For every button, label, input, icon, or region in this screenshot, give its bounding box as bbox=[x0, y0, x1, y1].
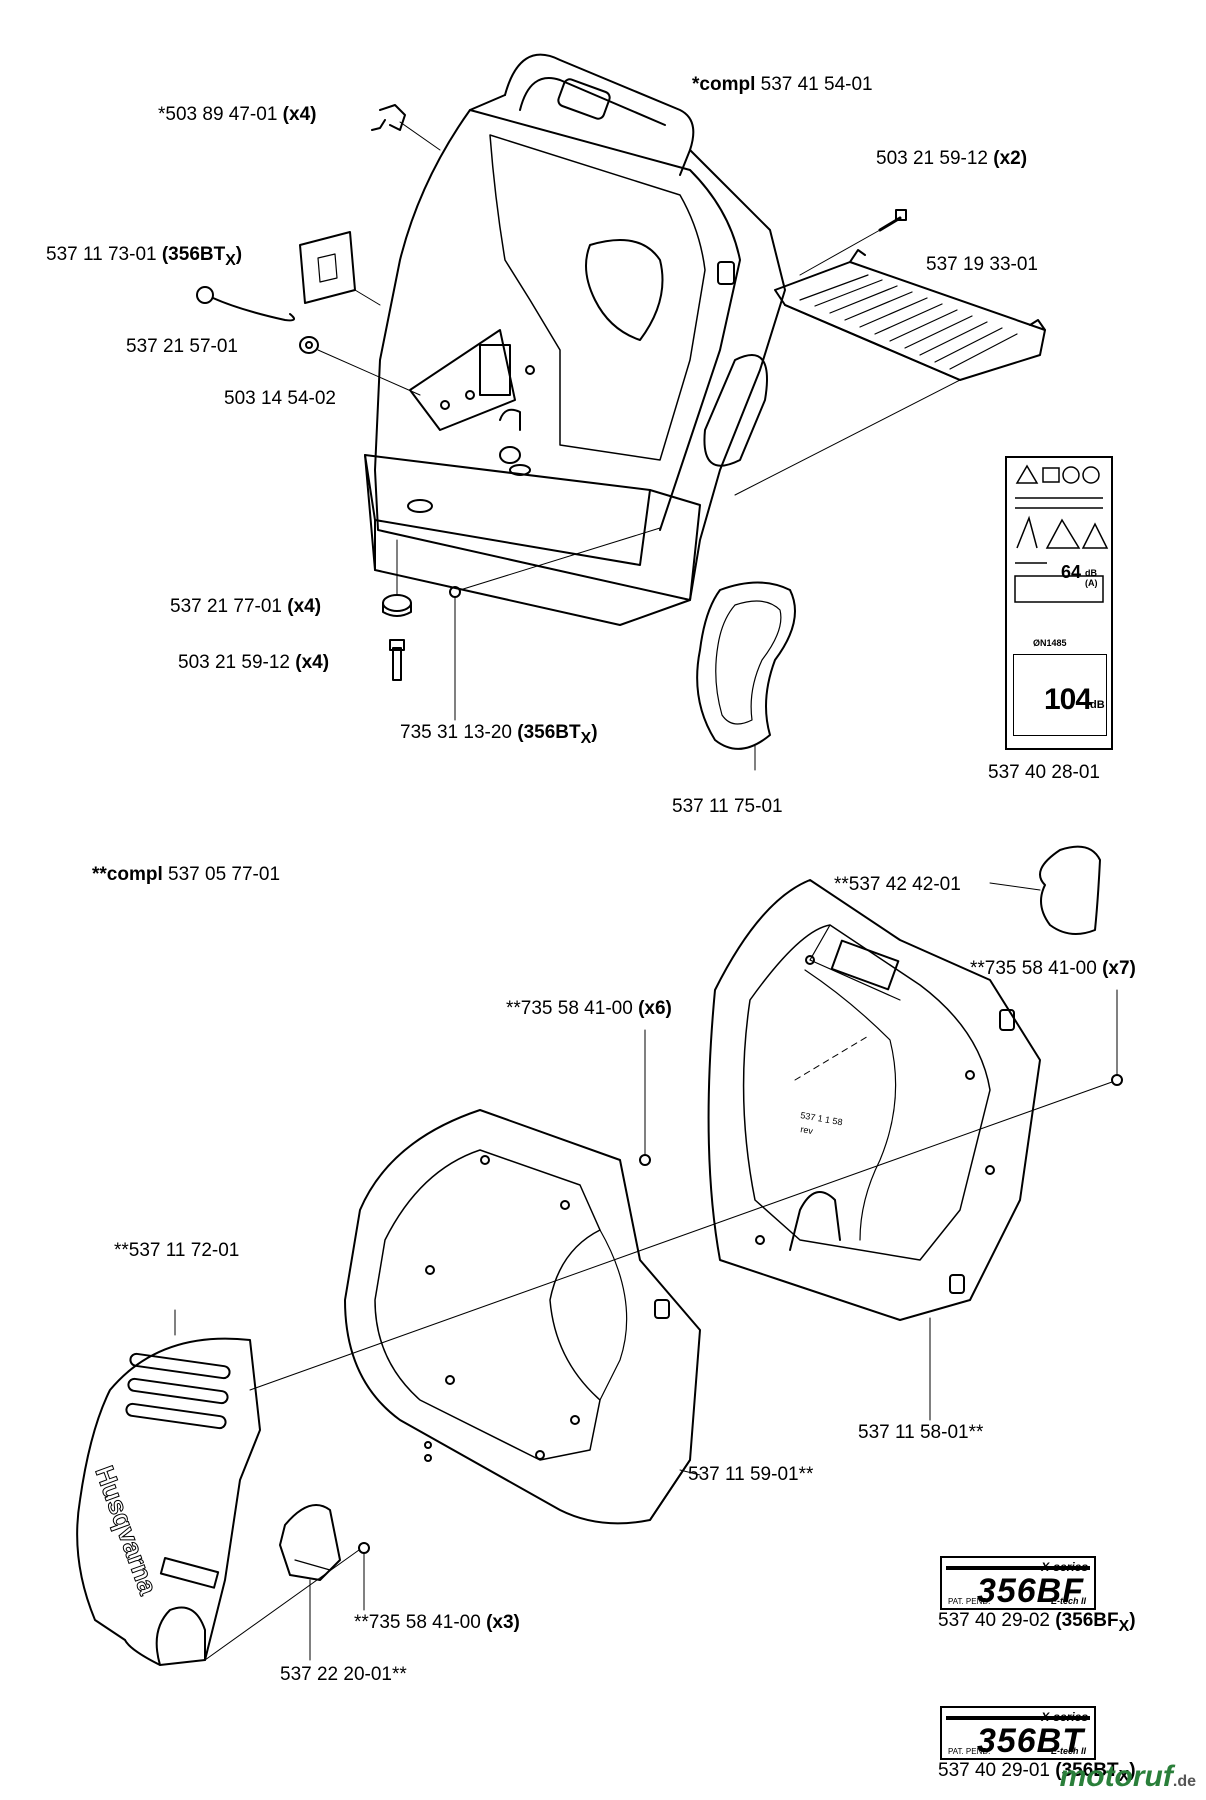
label-p13: **735 58 41-00 (x7) bbox=[970, 958, 1136, 979]
cable-part bbox=[196, 286, 295, 322]
sticker-code: ØN1485 bbox=[1033, 638, 1067, 648]
decal-356bf-model: 356BF bbox=[976, 1572, 1084, 1610]
backpack-frame bbox=[364, 53, 786, 626]
mount-plate bbox=[299, 231, 381, 306]
front-cover bbox=[76, 1309, 261, 1666]
label-p14: **735 58 41-00 (x6) bbox=[506, 998, 672, 1019]
decal-356bt-pat: PAT. PEND. bbox=[948, 1747, 991, 1756]
warning-symbols bbox=[1014, 464, 1109, 603]
label-p12: **537 42 42-01 bbox=[834, 874, 961, 895]
decal-356bf-series: X-series bbox=[1041, 1560, 1088, 1574]
label-p18: **735 58 41-00 (x3) bbox=[354, 1612, 520, 1633]
label-p4: 537 19 33-01 bbox=[926, 254, 1038, 275]
sticker-big-value: 104 bbox=[1044, 683, 1092, 716]
sticker-big-unit: dB bbox=[1090, 699, 1105, 711]
label-p3: 537 11 73-01 (356BTX) bbox=[46, 244, 243, 269]
rubber-foot bbox=[382, 539, 412, 681]
housing-rev-text: rev bbox=[800, 1124, 815, 1136]
label-p19: 537 22 20-01** bbox=[280, 1664, 407, 1685]
warning-sticker: 64 dB (A) ØN1485 104 dB bbox=[1005, 456, 1113, 750]
decal-356bf: X-series 356BF PAT. PEND. E-tech II bbox=[940, 1556, 1096, 1610]
decal-356bt: X-series 356BT PAT. PEND. E-tech II bbox=[940, 1706, 1096, 1760]
label-p6: 503 14 54-02 bbox=[224, 388, 336, 409]
label-p15: **537 11 72-01 bbox=[114, 1240, 240, 1261]
small-washer bbox=[449, 527, 661, 721]
screw-part bbox=[799, 209, 907, 276]
rear-housing bbox=[707, 879, 1041, 1421]
decal-356bt-etech: E-tech II bbox=[1050, 1746, 1086, 1756]
label-p10: 537 11 75-01 bbox=[672, 796, 783, 817]
washer-x3 bbox=[204, 1542, 370, 1661]
storage-basket bbox=[734, 249, 1046, 496]
label-p8: 503 21 59-12 (x4) bbox=[178, 652, 330, 673]
cover-brand-text: Husqvarna bbox=[89, 1462, 163, 1599]
label-p2: 503 21 59-12 (x2) bbox=[876, 148, 1028, 169]
label-compl-top: *compl 537 41 54-01 bbox=[692, 74, 873, 95]
label-p17: 537 11 59-01** bbox=[688, 1464, 814, 1485]
label-p21: 537 40 29-01 (356BTX) bbox=[938, 1760, 1136, 1785]
sticker-db-value: 64 bbox=[1061, 562, 1082, 582]
washer-x6 bbox=[639, 1029, 651, 1166]
small-cover bbox=[279, 1504, 341, 1661]
watermark-logo: motoruf.de bbox=[1059, 1760, 1196, 1793]
decal-356bt-series: X-series bbox=[1041, 1710, 1088, 1724]
seal-part bbox=[989, 845, 1101, 935]
label-p9: 735 31 13-20 (356BTX) bbox=[400, 722, 598, 747]
label-p7: 537 21 77-01 (x4) bbox=[170, 596, 322, 617]
nut-part bbox=[299, 336, 421, 396]
label-p16: 537 11 58-01** bbox=[858, 1422, 984, 1443]
decal-356bf-etech: E-tech II bbox=[1050, 1596, 1086, 1606]
label-p1: *503 89 47-01 (x4) bbox=[158, 104, 317, 125]
label-p11: 537 40 28-01 bbox=[988, 762, 1100, 783]
hip-pad bbox=[696, 581, 796, 771]
decal-356bt-model: 356BT bbox=[976, 1722, 1084, 1760]
label-p20: 537 40 29-02 (356BFX) bbox=[938, 1610, 1136, 1635]
middle-housing bbox=[344, 1109, 701, 1525]
label-p5: 537 21 57-01 bbox=[126, 336, 238, 357]
sticker-db-unit: dB (A) bbox=[1085, 568, 1098, 588]
washer-x7 bbox=[249, 989, 1123, 1391]
label-compl-mid: **compl 537 05 77-01 bbox=[92, 864, 281, 885]
clip-part bbox=[371, 104, 441, 151]
decal-356bf-pat: PAT. PEND. bbox=[948, 1597, 991, 1606]
sticker-noise-box: 104 dB bbox=[1013, 654, 1107, 736]
